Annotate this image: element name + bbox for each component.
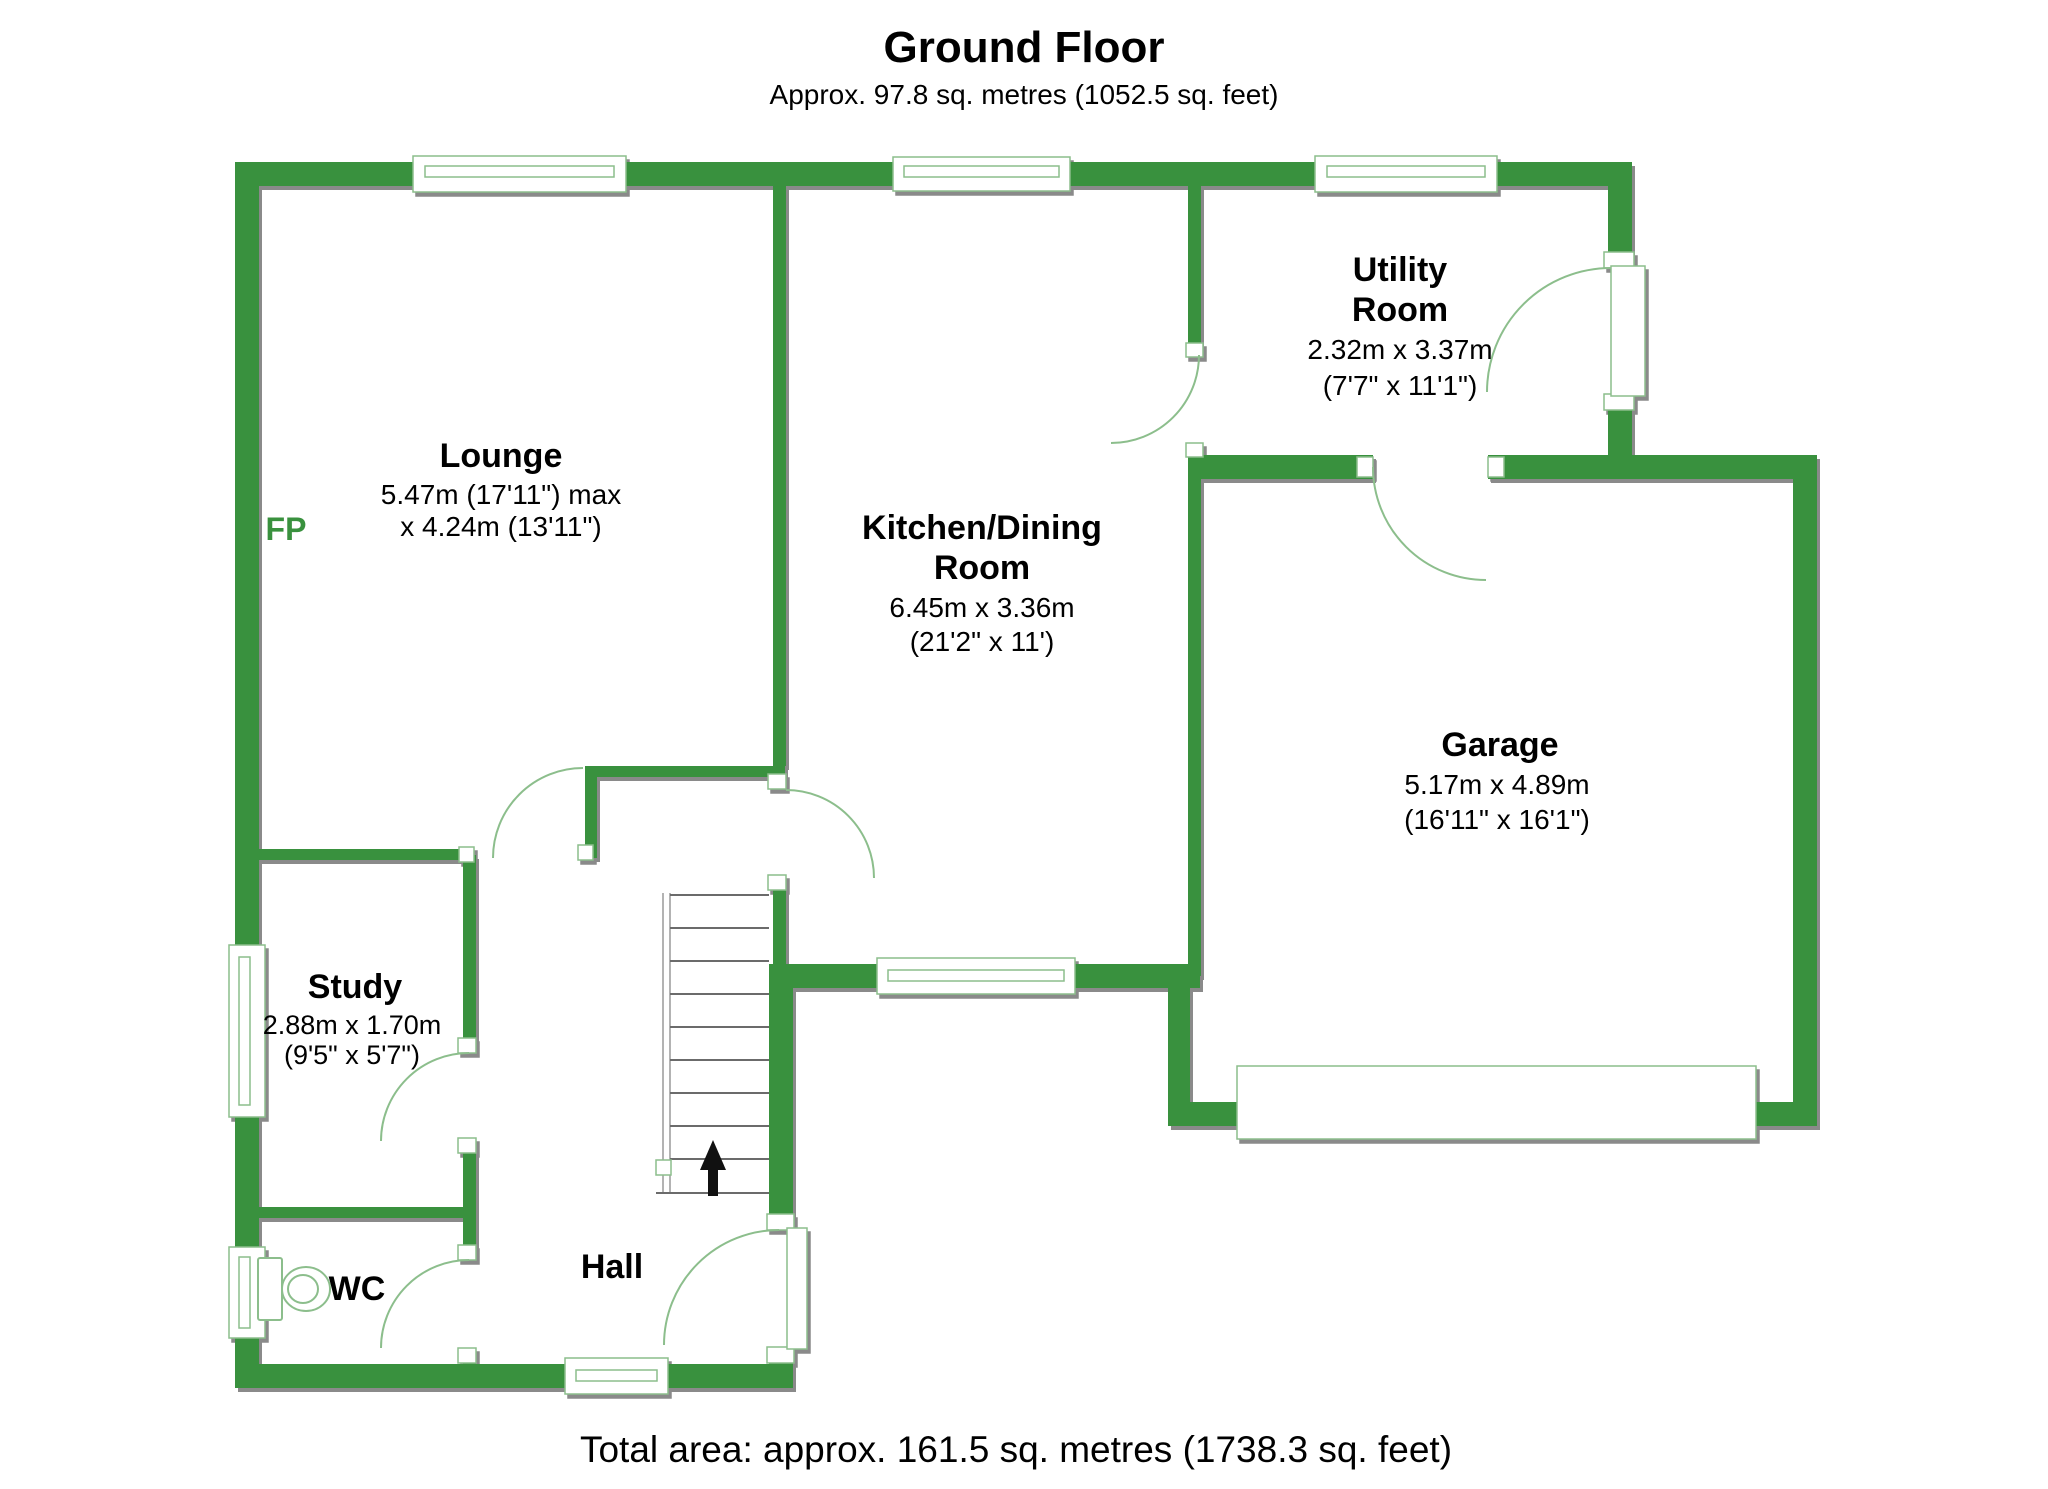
kitchen-door-arc xyxy=(785,789,875,879)
utility-window xyxy=(1314,155,1498,193)
fireplace-label: FP xyxy=(266,511,307,547)
room-label-study: Study xyxy=(308,968,403,1006)
kitchen-top-window xyxy=(892,156,1071,192)
room-label-utility-2: Room xyxy=(1352,291,1448,329)
room-dims-study-2: (9'5" x 5'7") xyxy=(284,1040,420,1070)
room-dims-garage-1: 5.17m x 4.89m xyxy=(1404,769,1589,800)
room-label-utility-1: Utility xyxy=(1353,251,1448,289)
room-labels: Lounge 5.47m (17'11") max x 4.24m (13'11… xyxy=(263,251,1590,1308)
room-label-wc: WC xyxy=(329,1270,386,1308)
room-dims-kitchen-1: 6.45m x 3.36m xyxy=(889,592,1074,623)
hall-window xyxy=(564,1357,669,1395)
page-title: Ground Floor xyxy=(883,23,1164,72)
room-label-kitchen-2: Room xyxy=(934,549,1030,587)
room-dims-lounge-2: x 4.24m (13'11") xyxy=(400,511,602,542)
room-label-kitchen-1: Kitchen/Dining xyxy=(862,509,1102,547)
room-dims-garage-2: (16'11" x 16'1") xyxy=(1404,804,1590,835)
toilet-icon xyxy=(257,1257,331,1321)
stairs-up-arrow xyxy=(700,1140,726,1196)
garage-door xyxy=(1236,1065,1757,1140)
lounge-window xyxy=(412,155,627,193)
study-door-arc xyxy=(380,1052,470,1142)
front-door-arc xyxy=(663,1229,780,1346)
utility-garage-door-arc xyxy=(1372,466,1487,581)
total-area-text: Total area: approx. 161.5 sq. metres (17… xyxy=(580,1429,1452,1470)
front-door xyxy=(786,1227,808,1350)
staircase xyxy=(655,893,769,1196)
stairs-newel xyxy=(655,1159,672,1176)
room-label-lounge: Lounge xyxy=(440,437,563,475)
room-label-garage: Garage xyxy=(1441,726,1558,764)
utility-exterior-door-arc xyxy=(1486,267,1612,393)
page-subtitle: Approx. 97.8 sq. metres (1052.5 sq. feet… xyxy=(770,79,1279,110)
room-dims-utility-2: (7'7" x 11'1") xyxy=(1323,370,1478,401)
lounge-door-arc xyxy=(492,767,584,859)
room-dims-utility-1: 2.32m x 3.37m xyxy=(1307,334,1492,365)
building-structure xyxy=(228,155,1817,1395)
room-label-hall: Hall xyxy=(581,1248,643,1286)
wc-door-arc xyxy=(380,1259,470,1349)
door-swing-arcs xyxy=(380,267,1612,1349)
kitchen-bottom-window xyxy=(876,957,1076,995)
room-dims-lounge-1: 5.47m (17'11") max xyxy=(381,479,621,510)
utility-kitchen-door-arc xyxy=(1110,354,1200,444)
utility-exterior-door xyxy=(1610,265,1646,397)
room-dims-kitchen-2: (21'2" x 11') xyxy=(910,626,1055,657)
study-window xyxy=(228,944,266,1118)
room-dims-study-1: 2.88m x 1.70m xyxy=(263,1010,442,1040)
